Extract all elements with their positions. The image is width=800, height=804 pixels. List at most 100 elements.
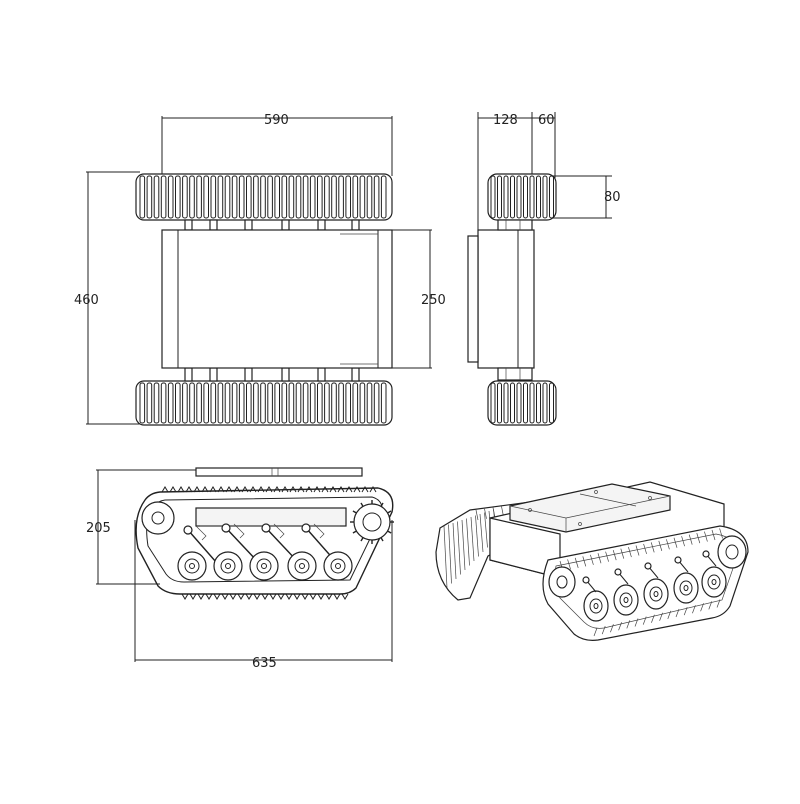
track-tooth [301, 593, 309, 600]
tread-link [224, 382, 231, 424]
road-wheel-hub [589, 598, 603, 614]
sprocket-tooth [387, 510, 392, 514]
tread-link [231, 175, 238, 219]
tread-link [650, 542, 655, 553]
axle-stub [351, 219, 360, 231]
isometric-view [435, 481, 749, 641]
tread-link [635, 545, 640, 556]
tread-link [317, 175, 323, 219]
tread-link [711, 529, 716, 541]
track-tooth [189, 593, 197, 600]
tread-link [461, 519, 466, 571]
track-tooth [265, 486, 273, 493]
tread-link [681, 536, 685, 547]
road-wheel [287, 551, 317, 581]
road-wheel-axle [225, 563, 231, 569]
axle-stub [209, 367, 218, 382]
tread-link [153, 382, 160, 424]
track-tooth [169, 486, 177, 493]
tread-link [634, 618, 639, 627]
suspension-pivot [261, 523, 271, 533]
lower-track [135, 380, 393, 426]
road-wheel [613, 584, 639, 616]
tread-link [175, 382, 181, 424]
tread-link [574, 557, 579, 569]
tread-link [643, 543, 647, 555]
track-tooth [337, 486, 345, 493]
track-tooth [325, 593, 333, 600]
road-wheel-axle [653, 591, 659, 597]
front-idler-wheel [141, 501, 175, 535]
tread-link [345, 175, 351, 219]
tread-link [549, 175, 554, 219]
track-tooth [293, 593, 301, 600]
tread-link [153, 175, 160, 219]
tread-link [210, 382, 217, 424]
lower-track-treads [139, 382, 387, 424]
tread-link [274, 175, 280, 219]
side-lower-track [487, 380, 557, 426]
tread-link [666, 539, 670, 550]
track-tooth [305, 486, 313, 493]
tread-link [345, 382, 351, 424]
axle-stub [351, 367, 360, 382]
tread-link [246, 382, 252, 424]
suspension-pivot [582, 576, 590, 584]
axle-stub [281, 367, 290, 382]
road-wheel-hub [649, 586, 663, 602]
tread-link [479, 513, 484, 553]
tread-link [605, 551, 609, 562]
tread-link [667, 610, 672, 620]
tread-link [626, 620, 631, 629]
axle-stubs [184, 219, 360, 382]
upper-track-treads [139, 175, 387, 219]
tread-link [338, 382, 344, 424]
iso-suspension [582, 550, 717, 593]
road-wheel-axle [261, 563, 267, 569]
sprocket-tooth [360, 502, 364, 507]
road-wheel-axle [189, 563, 195, 569]
tread-link [324, 382, 330, 424]
tread-link [448, 524, 452, 584]
dim-250-label: 250 [421, 293, 446, 308]
axle-stub [281, 219, 290, 231]
tread-link [582, 556, 587, 567]
sprocket-tooth [360, 537, 364, 542]
road-wheel-hub [256, 558, 272, 574]
tread-link [704, 531, 708, 542]
axle-stub [184, 367, 193, 382]
road-wheel [323, 551, 353, 581]
tread-link [452, 522, 457, 580]
suspension-spring [313, 523, 325, 539]
tread-link [380, 382, 387, 424]
road-wheel-axle [593, 603, 599, 609]
tread-link [203, 175, 209, 219]
track-tooth [213, 593, 221, 600]
track-tooth [289, 486, 297, 493]
suspension-spring [273, 523, 285, 539]
tread-link [443, 525, 448, 589]
tread-link [700, 603, 704, 612]
track-tooth [297, 486, 305, 493]
tread-link [516, 175, 522, 219]
tread-link [281, 382, 288, 424]
tread-link [302, 175, 309, 219]
track-tooth [225, 486, 233, 493]
suspension-arm [187, 529, 217, 563]
sprocket-tooth [352, 530, 357, 534]
tread-link [231, 382, 238, 424]
tread-link [529, 382, 535, 424]
road-wheel-axle [299, 563, 305, 569]
tread-link [529, 175, 535, 219]
tread-link [549, 382, 554, 424]
front-track-teeth [161, 486, 377, 600]
road-wheel-hub [619, 592, 633, 608]
suspension-arm [225, 527, 259, 563]
tread-link [309, 175, 316, 219]
tread-link [658, 540, 663, 551]
track-tooth [321, 486, 329, 493]
tread-link [253, 382, 259, 424]
tread-link [267, 175, 273, 219]
